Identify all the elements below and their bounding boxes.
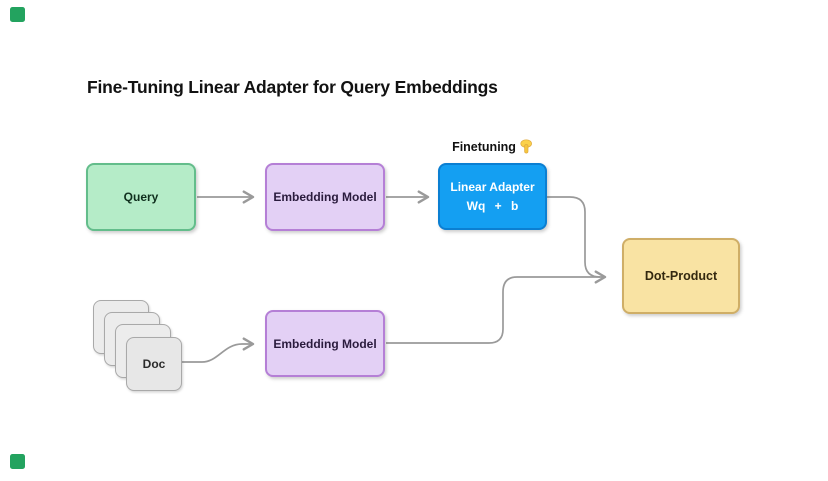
node-embedding-model-bottom: Embedding Model <box>265 310 385 377</box>
node-linear-adapter: Linear Adapter Wq + b <box>438 163 547 230</box>
node-embedding-model-top-label: Embedding Model <box>273 190 377 204</box>
doc-stack-card-front: Doc <box>126 337 182 391</box>
decorative-green-square-top <box>10 7 25 22</box>
node-dot-product: Dot-Product <box>622 238 740 314</box>
line-adapter-to-merge <box>547 196 601 278</box>
finetuning-label: Finetuning <box>452 139 516 154</box>
node-embedding-model-bottom-label: Embedding Model <box>273 336 377 351</box>
decorative-green-square-bottom <box>10 454 25 469</box>
node-query: Query <box>86 163 196 231</box>
pointing-down-emoji-icon <box>520 139 532 154</box>
doc-label: Doc <box>142 357 166 371</box>
arrow-doc-to-embedding2 <box>182 337 255 363</box>
finetuning-annotation: Finetuning <box>420 139 565 154</box>
diagram-title: Fine-Tuning Linear Adapter for Query Emb… <box>87 77 498 97</box>
node-query-label: Query <box>123 190 159 204</box>
arrow-embedding2-to-dotproduct <box>386 270 607 344</box>
node-linear-adapter-formula: Wq + b <box>466 198 519 213</box>
node-linear-adapter-label: Linear Adapter <box>450 179 535 194</box>
node-embedding-model-top: Embedding Model <box>265 163 385 231</box>
node-dot-product-label: Dot-Product <box>644 269 718 283</box>
